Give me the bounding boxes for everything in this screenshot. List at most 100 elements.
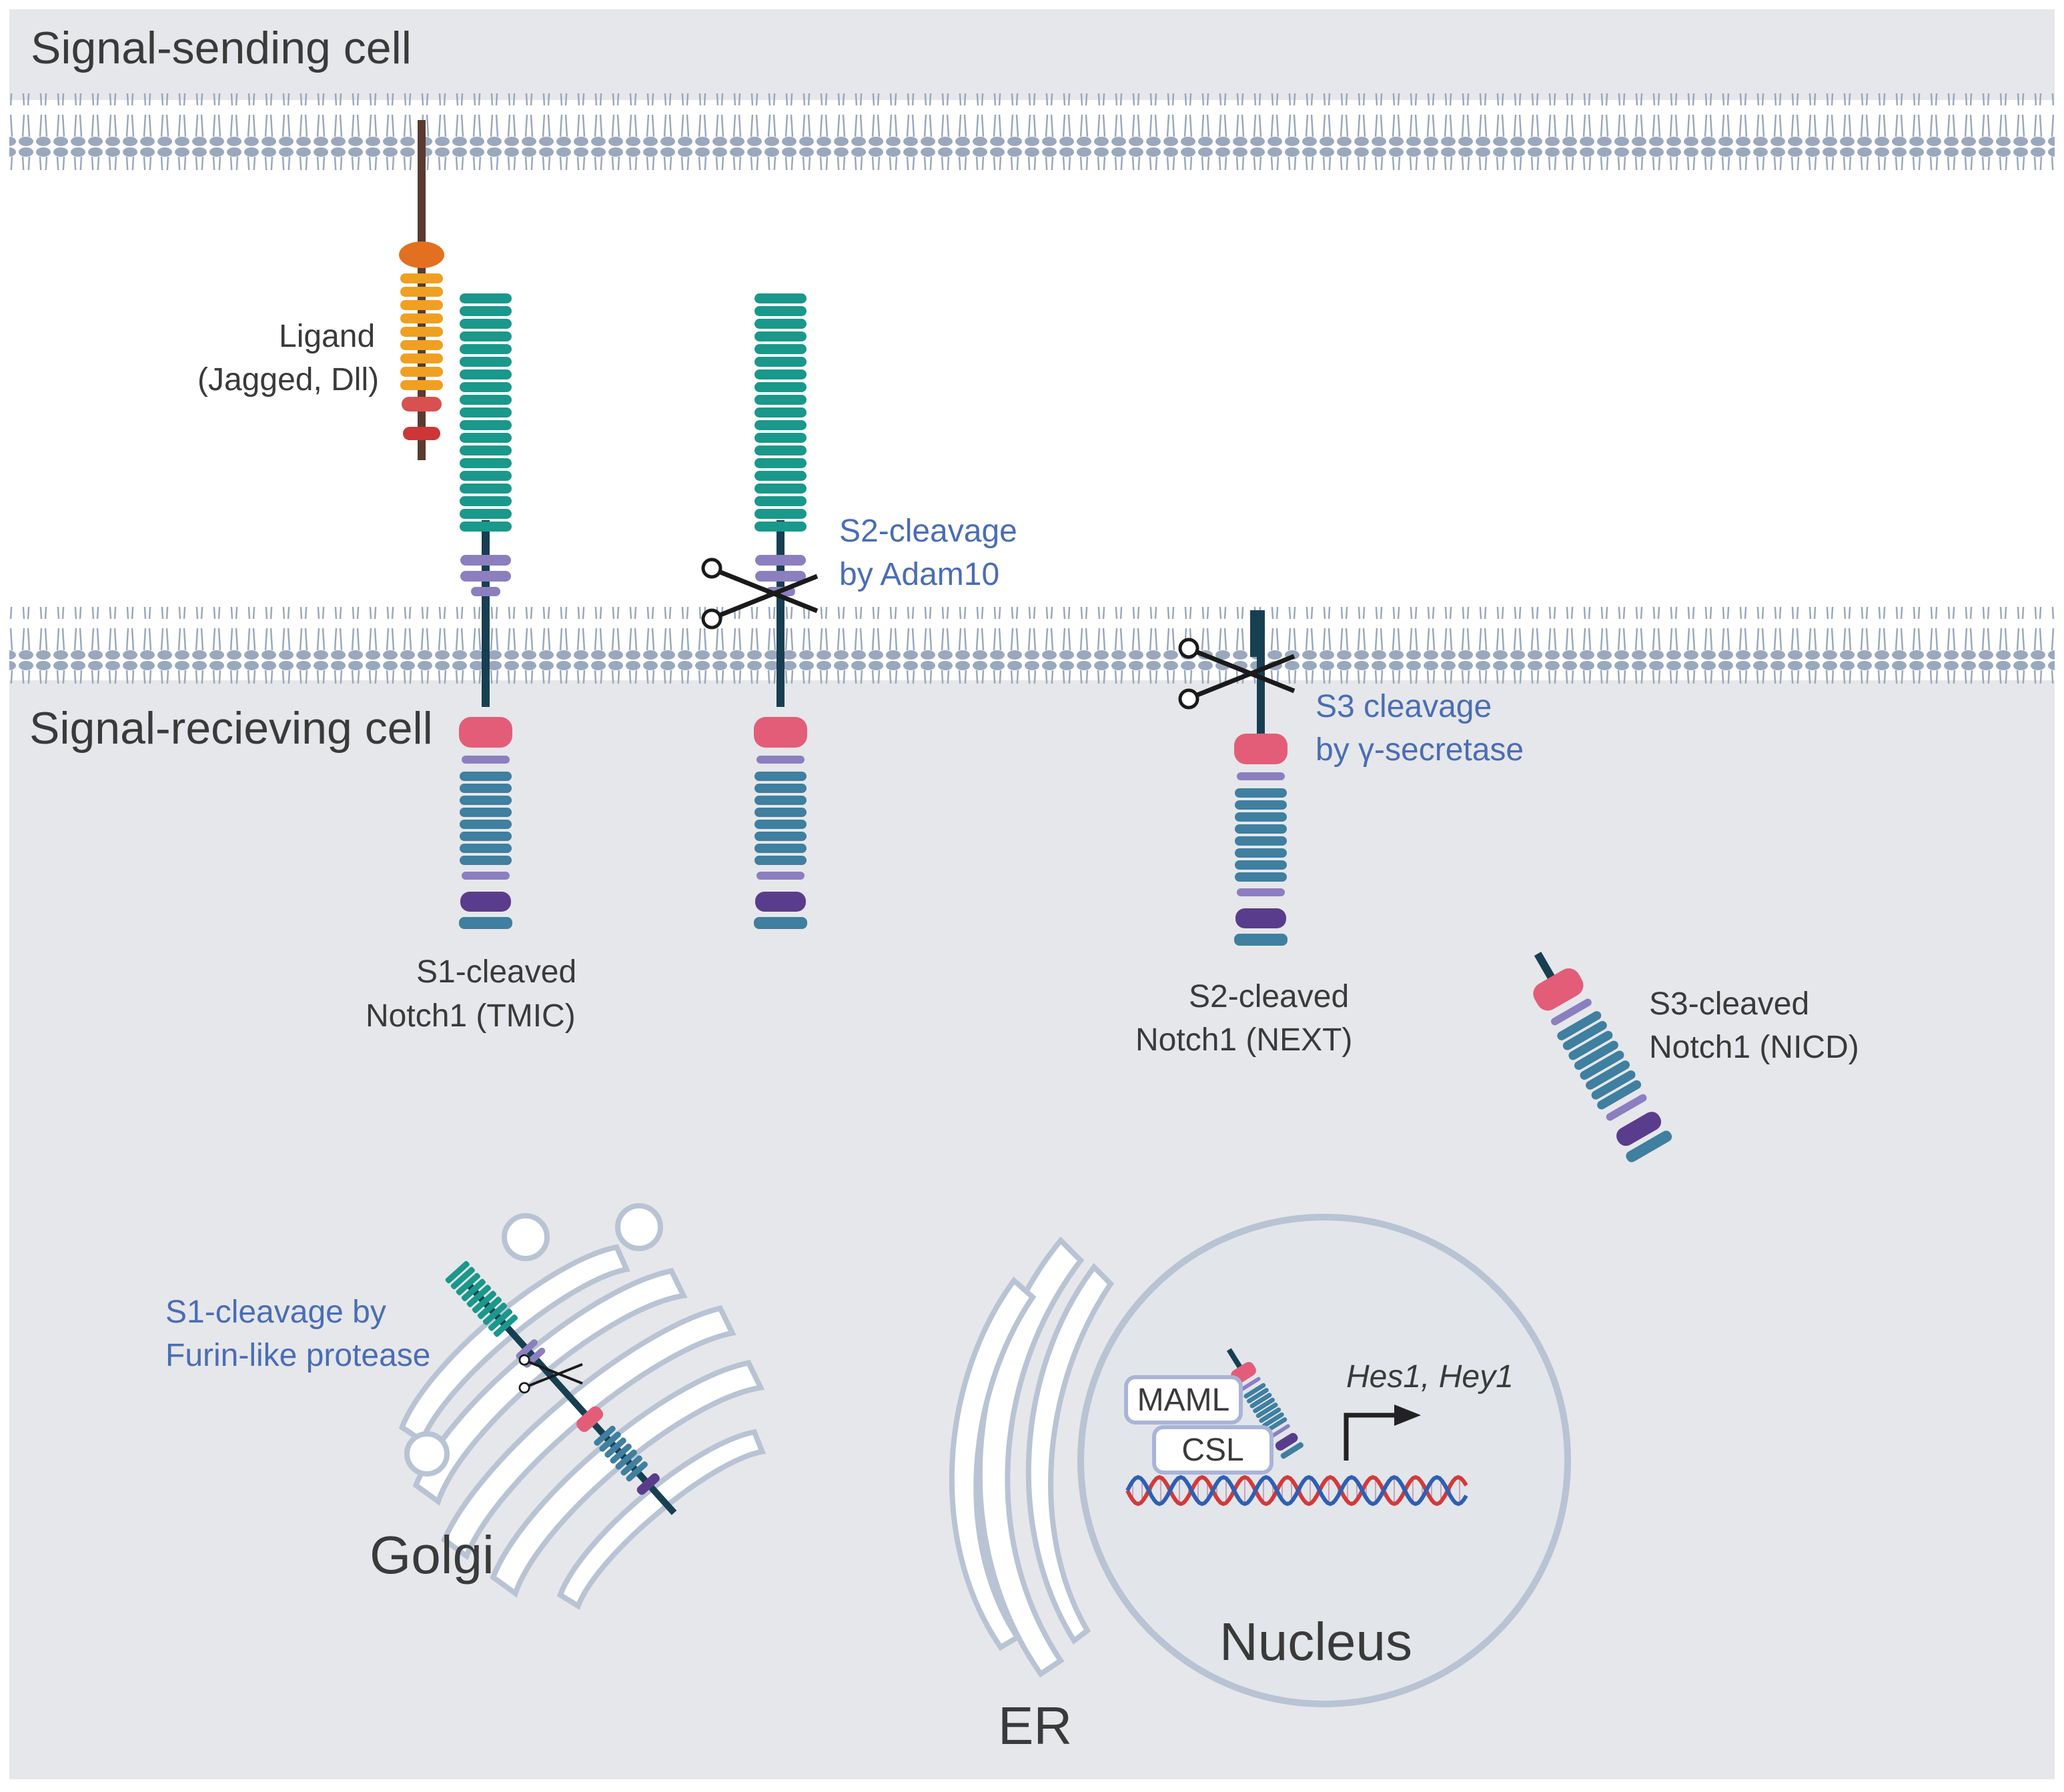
egf-repeat (754, 344, 807, 354)
linker-domain (462, 872, 510, 880)
scissor-blade (526, 1360, 583, 1385)
linker-domain (1269, 1424, 1290, 1439)
egf-repeat (460, 395, 512, 405)
notch1-nicd-fragment (1533, 952, 1672, 1162)
scissor-handle (518, 1382, 530, 1394)
tmic-sublabel: Notch1 (TMIC) (366, 998, 576, 1034)
precursor-stalk (466, 1282, 677, 1515)
dna-strand (1125, 1475, 1468, 1507)
nicd-label: S3-cleaved (1649, 986, 1810, 1022)
signal-receiving-cell-label: Signal-recieving cell (29, 703, 433, 754)
scissor-blade (526, 1363, 583, 1388)
csl-label: CSL (1181, 1433, 1244, 1468)
ligand-sublabel: (Jagged, Dll) (197, 362, 380, 397)
next-sublabel: Notch1 (NEXT) (1135, 1022, 1353, 1058)
ankyrin-repeat (460, 772, 512, 781)
golgi-vesicle (615, 1203, 663, 1251)
tmic-label: S1-cleaved (416, 954, 577, 990)
egf-repeat (460, 471, 512, 481)
ankyrin-repeat (754, 772, 807, 781)
linker-domain (1237, 772, 1285, 780)
nucleus (1077, 1214, 1571, 1707)
signal-sending-cell-background (9, 9, 2055, 100)
ankyrin-repeat (1591, 1070, 1636, 1100)
signal-sending-cell-label: Signal-sending cell (31, 23, 412, 73)
ankyrin-repeat (1247, 1388, 1269, 1404)
ankyrin-repeat (1261, 1412, 1284, 1428)
egf-repeat (460, 306, 512, 316)
ankyrin-repeat (620, 1455, 642, 1476)
ankyrin-repeat (460, 784, 512, 793)
egf-repeat (754, 484, 807, 494)
ankyrin-repeat (460, 820, 512, 829)
pest-domain (1616, 1112, 1662, 1146)
egf-repeat (460, 331, 512, 341)
egf-repeat (488, 1308, 513, 1331)
ankyrin-repeat (754, 784, 807, 793)
nrr-domain (460, 555, 511, 566)
ankyrin-repeat (754, 796, 807, 805)
linker-domain (462, 756, 510, 764)
dna-strand (1125, 1475, 1468, 1507)
ligand-egf-repeat (400, 327, 443, 337)
linker-domain (1606, 1094, 1647, 1121)
nicd-sublabel: Notch1 (NICD) (1649, 1030, 1859, 1065)
egf-repeat (460, 407, 512, 417)
nrr-domain (471, 587, 500, 596)
s1-cleavage-sublabel: Furin-like protease (165, 1338, 431, 1373)
egf-repeat (482, 1302, 508, 1325)
golgi-vesicle (404, 1431, 450, 1477)
c-terminal-domain (1626, 1130, 1672, 1162)
golgi-label: Golgi (370, 1525, 494, 1585)
ankyrin-repeat (1586, 1060, 1630, 1090)
next-label: S2-cleaved (1189, 979, 1350, 1014)
ankyrin-repeat (1259, 1407, 1281, 1423)
egf-repeat (460, 344, 512, 354)
egf-repeat (754, 395, 807, 405)
s3-scissors-icon (1178, 638, 1296, 710)
scissor-handle (701, 608, 722, 630)
heterodimer-stalk (482, 600, 490, 647)
egf-repeat (754, 319, 807, 329)
golgi-notch-precursor (445, 1260, 677, 1515)
scissor-handle (701, 558, 722, 579)
egf-repeat (754, 420, 807, 430)
c-terminal-domain (1280, 1442, 1304, 1459)
egf-repeat (754, 331, 807, 341)
next-stalk (1257, 610, 1265, 737)
ankyrin-repeat (754, 820, 807, 829)
c-terminal-domain (459, 917, 512, 929)
ligand-egf-repeat (400, 313, 443, 323)
s1-scissors-icon (518, 1354, 583, 1394)
egf-repeat (445, 1260, 470, 1284)
ankyrin-repeat (1249, 1393, 1272, 1409)
ankyrin-repeat (599, 1431, 621, 1452)
egf-repeat (460, 496, 512, 506)
s1-cleavage-label: S1-cleavage by (165, 1294, 386, 1330)
ankyrin-repeat (1235, 812, 1287, 822)
egf-repeat (754, 382, 807, 392)
ankyrin-repeat (1574, 1040, 1618, 1070)
ankyrin-repeat (626, 1461, 648, 1482)
ankyrin-repeat (754, 856, 807, 865)
golgi-apparatus (398, 1244, 766, 1611)
egf-repeat (460, 319, 512, 329)
maml-box (1124, 1375, 1243, 1425)
transcription-arrow-icon (1344, 1413, 1400, 1461)
ankyrin-repeat (1235, 836, 1287, 846)
pest-domain (1235, 908, 1286, 928)
egf-repeat (466, 1284, 491, 1308)
pest-domain (636, 1473, 660, 1495)
dna-helix (1125, 1475, 1468, 1507)
pest-domain (1275, 1433, 1298, 1451)
egf-repeat (754, 445, 807, 456)
ankyrin-repeat (1235, 848, 1287, 858)
extracellular-space (9, 173, 2055, 614)
ankyrin-repeat (1568, 1030, 1613, 1060)
ligand-label: Ligand (279, 319, 376, 354)
egf-repeat (754, 509, 807, 519)
ankyrin-repeat (1253, 1397, 1275, 1413)
egf-repeat (754, 433, 807, 443)
